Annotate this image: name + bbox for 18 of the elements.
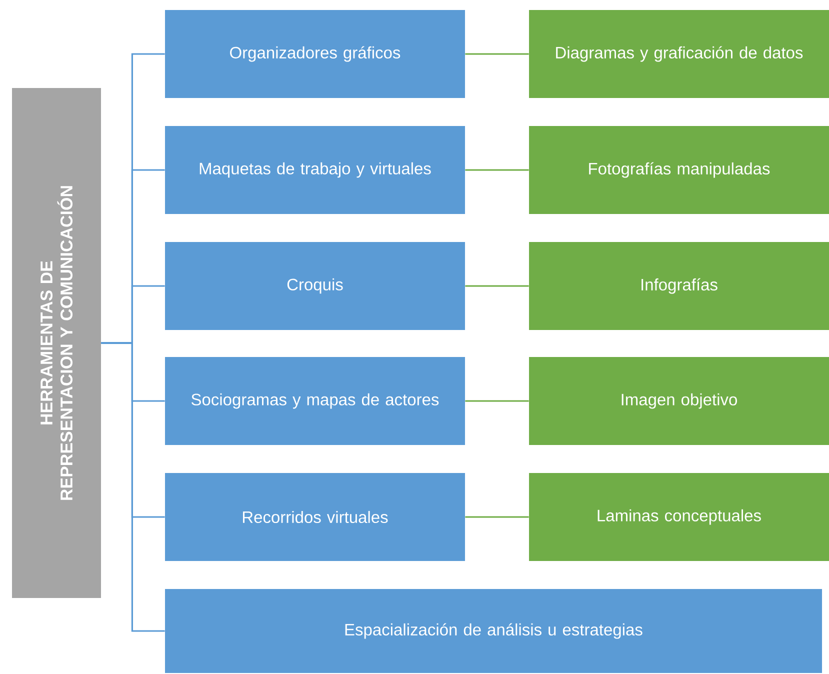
connector-line <box>465 400 529 402</box>
connector-line <box>465 169 529 171</box>
example-box: Laminas conceptuales <box>529 473 829 561</box>
category-box: Espacialización de análisis u estrategias <box>165 589 822 673</box>
title-bar: HERRAMIENTAS DE REPRESENTACION Y COMUNICACIÓN <box>12 88 101 598</box>
example-box: Imagen objetivo <box>529 357 829 445</box>
category-box: Organizadores gráficos <box>165 10 465 98</box>
connector-line <box>101 342 165 632</box>
category-box: Recorridos virtuales <box>165 473 465 561</box>
connector-line <box>465 53 529 55</box>
example-box: Fotografías manipuladas <box>529 126 829 214</box>
category-box: Croquis <box>165 242 465 330</box>
category-box: Sociogramas y mapas de actores <box>165 357 465 445</box>
example-box: Diagramas y graficación de datos <box>529 10 829 98</box>
connector-line <box>465 285 529 287</box>
connector-line <box>465 516 529 518</box>
example-box: Infografías <box>529 242 829 330</box>
category-box: Maquetas de trabajo y virtuales <box>165 126 465 214</box>
